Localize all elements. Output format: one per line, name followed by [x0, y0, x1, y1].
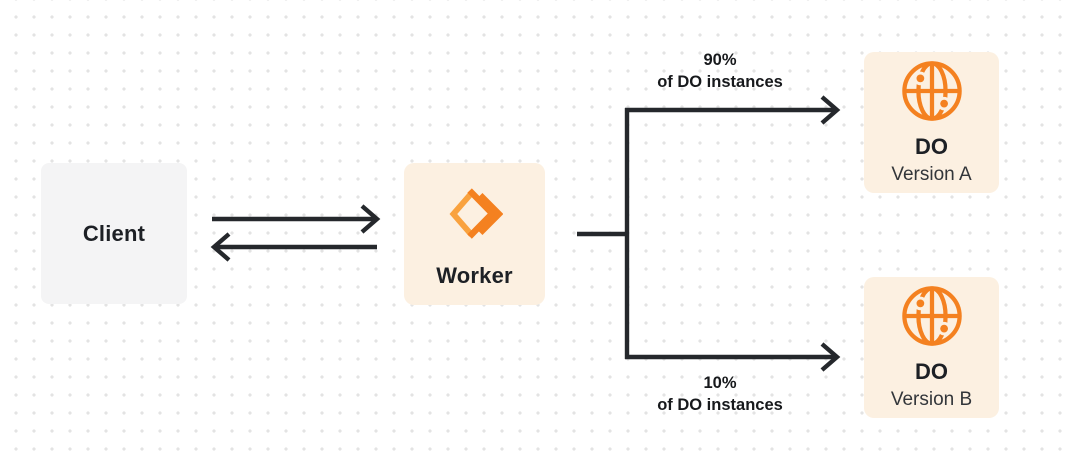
do-version-a-node: DO Version A: [864, 52, 999, 193]
worker-node: Worker: [404, 163, 545, 305]
do-version-b-node: DO Version B: [864, 277, 999, 418]
do-b-title: DO: [915, 359, 948, 384]
do-a-subtitle: Version A: [891, 164, 972, 185]
bottom-branch-caption: of DO instances: [657, 395, 783, 414]
top-branch-caption: of DO instances: [657, 72, 783, 91]
client-label: Client: [82, 220, 146, 246]
bottom-branch-label: 10% of DO instances: [620, 373, 820, 416]
do-a-title: DO: [915, 134, 948, 159]
bottom-branch-percent: 10%: [703, 374, 737, 392]
client-node: Client: [41, 163, 187, 304]
worker-label: Worker: [436, 263, 513, 288]
globe-icon: [901, 60, 963, 122]
fork-connector: [577, 95, 841, 372]
top-branch-label: 90% of DO instances: [620, 50, 820, 93]
workers-icon: [447, 187, 503, 241]
client-to-worker-arrow: [212, 204, 381, 234]
worker-to-client-arrow: [210, 232, 377, 262]
do-b-subtitle: Version B: [890, 389, 973, 410]
globe-icon: [901, 285, 963, 347]
top-branch-percent: 90%: [703, 51, 737, 69]
